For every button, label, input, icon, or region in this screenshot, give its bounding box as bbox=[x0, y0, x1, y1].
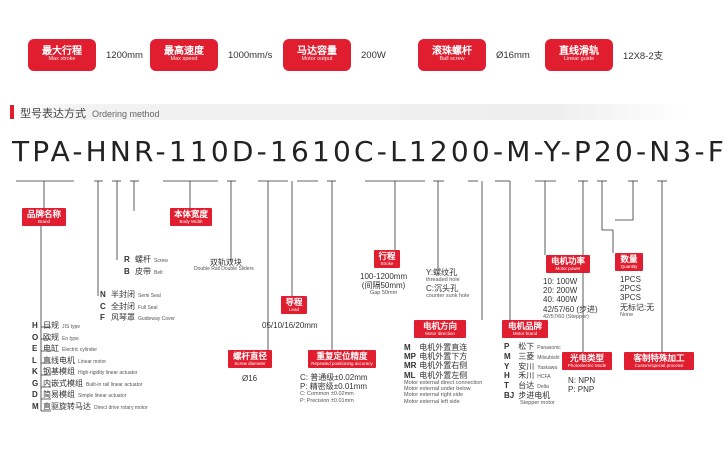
list-item: 3PCS bbox=[620, 293, 641, 303]
spec-value: 200W bbox=[361, 49, 386, 61]
label-motor-brand: 电机品牌 Motor brand bbox=[502, 320, 548, 338]
spec-linear-guide: 直线滑轨 Linear guide 12X8-2支 bbox=[545, 38, 663, 72]
connector-lines bbox=[16, 180, 667, 412]
list-item: 40: 400W bbox=[543, 295, 578, 305]
spec-tag: 最大行程 Max stroke bbox=[28, 39, 96, 71]
list-item: P: 精密级±0.01mm bbox=[300, 382, 368, 392]
screw-diameter-value: Ø16 bbox=[242, 374, 258, 383]
spec-tag: 马达容量 Motor output bbox=[283, 39, 351, 71]
label-photoelectric: 光电类型 Photoelectric Mode bbox=[562, 352, 612, 370]
list-item: Y:螺纹孔 bbox=[426, 268, 458, 277]
photo-list: N: NPN P: PNP bbox=[568, 376, 595, 394]
quantity-list: 1PCS 2PCS 3PCS 无标记:无 None bbox=[620, 275, 655, 318]
list-item: P: PNP bbox=[568, 385, 595, 395]
list-item: MR 电机外置右侧 bbox=[404, 361, 468, 371]
list-item: 2PCS bbox=[620, 284, 641, 294]
spec-max-speed: 最高速度 Max speed 1000mm/s bbox=[150, 38, 272, 72]
list-item: 20: 200W bbox=[543, 286, 578, 296]
label-custom: 客制特殊加工 Custom/special processi bbox=[624, 352, 694, 370]
hole-list: Y:螺纹孔 threaded hole C:沉头孔 counter sunk h… bbox=[426, 268, 470, 299]
list-item: 无标记:无 bbox=[620, 302, 655, 312]
list-item: M 电机外置直连 bbox=[404, 343, 468, 352]
lead-value: 05/10/16/20mm bbox=[262, 321, 318, 330]
list-item: BJ 步进电机 bbox=[504, 390, 551, 400]
label-screw-diameter: 螺杆直径 Screw diameter bbox=[228, 350, 272, 368]
spec-tag: 直线滑轨 Linear guide bbox=[545, 39, 613, 71]
list-item: 1PCS bbox=[620, 275, 641, 284]
label-body-width: 本体宽度 Body Width bbox=[170, 208, 212, 226]
accuracy-list: C: 普通级±0.02mm P: 精密级±0.01mm C: Common ±0… bbox=[300, 373, 368, 404]
label-quantity: 数量 Quantity bbox=[615, 253, 643, 271]
label-stroke: 行程 Stroke bbox=[374, 250, 400, 268]
list-item: C: 普通级±0.02mm bbox=[300, 373, 368, 382]
spec-ball-screw: 滚珠螺杆 Ball screw Ø16mm bbox=[418, 38, 530, 72]
spec-motor-output: 马达容量 Motor output 200W bbox=[283, 38, 386, 72]
spec-value: 12X8-2支 bbox=[623, 51, 664, 62]
label-motor-power: 电机功率 Motor power bbox=[546, 255, 590, 273]
spec-max-stroke: 最大行程 Max stroke 1200mm bbox=[28, 38, 143, 72]
list-item: ML 电机外置左侧 bbox=[404, 370, 468, 380]
stroke-value: 100-1200mm (间隔50mm) Gap 50mm bbox=[360, 272, 408, 297]
list-item: 42/57/60 (步进) bbox=[543, 304, 598, 314]
label-accuracy: 重复定位精度 Repeated positioning accuracy bbox=[308, 350, 376, 368]
motor-power-list: 10: 100W 20: 200W 40: 400W 42/57/60 (步进)… bbox=[543, 277, 598, 320]
label-motor-direction: 电机方向 Motor direction bbox=[414, 320, 466, 338]
list-item: MP 电机外置下方 bbox=[404, 352, 468, 362]
list-item: C:沉头孔 bbox=[426, 283, 458, 293]
spec-value: Ø16mm bbox=[496, 49, 530, 61]
rail-type: 双轨双块 Double Rail Double Sliders bbox=[194, 258, 254, 273]
list-item: N: NPN bbox=[568, 376, 596, 385]
label-lead: 导程 Lead bbox=[281, 296, 307, 314]
spec-value: 1000mm/s bbox=[228, 49, 273, 61]
list-item: 10: 100W bbox=[543, 277, 578, 286]
model-code: TPA-HNR-110D-1610C-L1200-M-Y-P20-N3-F bbox=[12, 135, 727, 168]
spec-tag: 滚珠螺杆 Ball screw bbox=[418, 39, 486, 71]
spec-value: 1200mm bbox=[106, 49, 143, 61]
spec-tag: 最高速度 Max speed bbox=[150, 39, 218, 71]
section-mark bbox=[10, 105, 14, 119]
direction-list: M 电机外置直连 MP 电机外置下方 MR 电机外置右侧 ML 电机外置左侧 M… bbox=[404, 343, 483, 405]
label-brand: 品牌名称 Brand bbox=[22, 208, 66, 226]
